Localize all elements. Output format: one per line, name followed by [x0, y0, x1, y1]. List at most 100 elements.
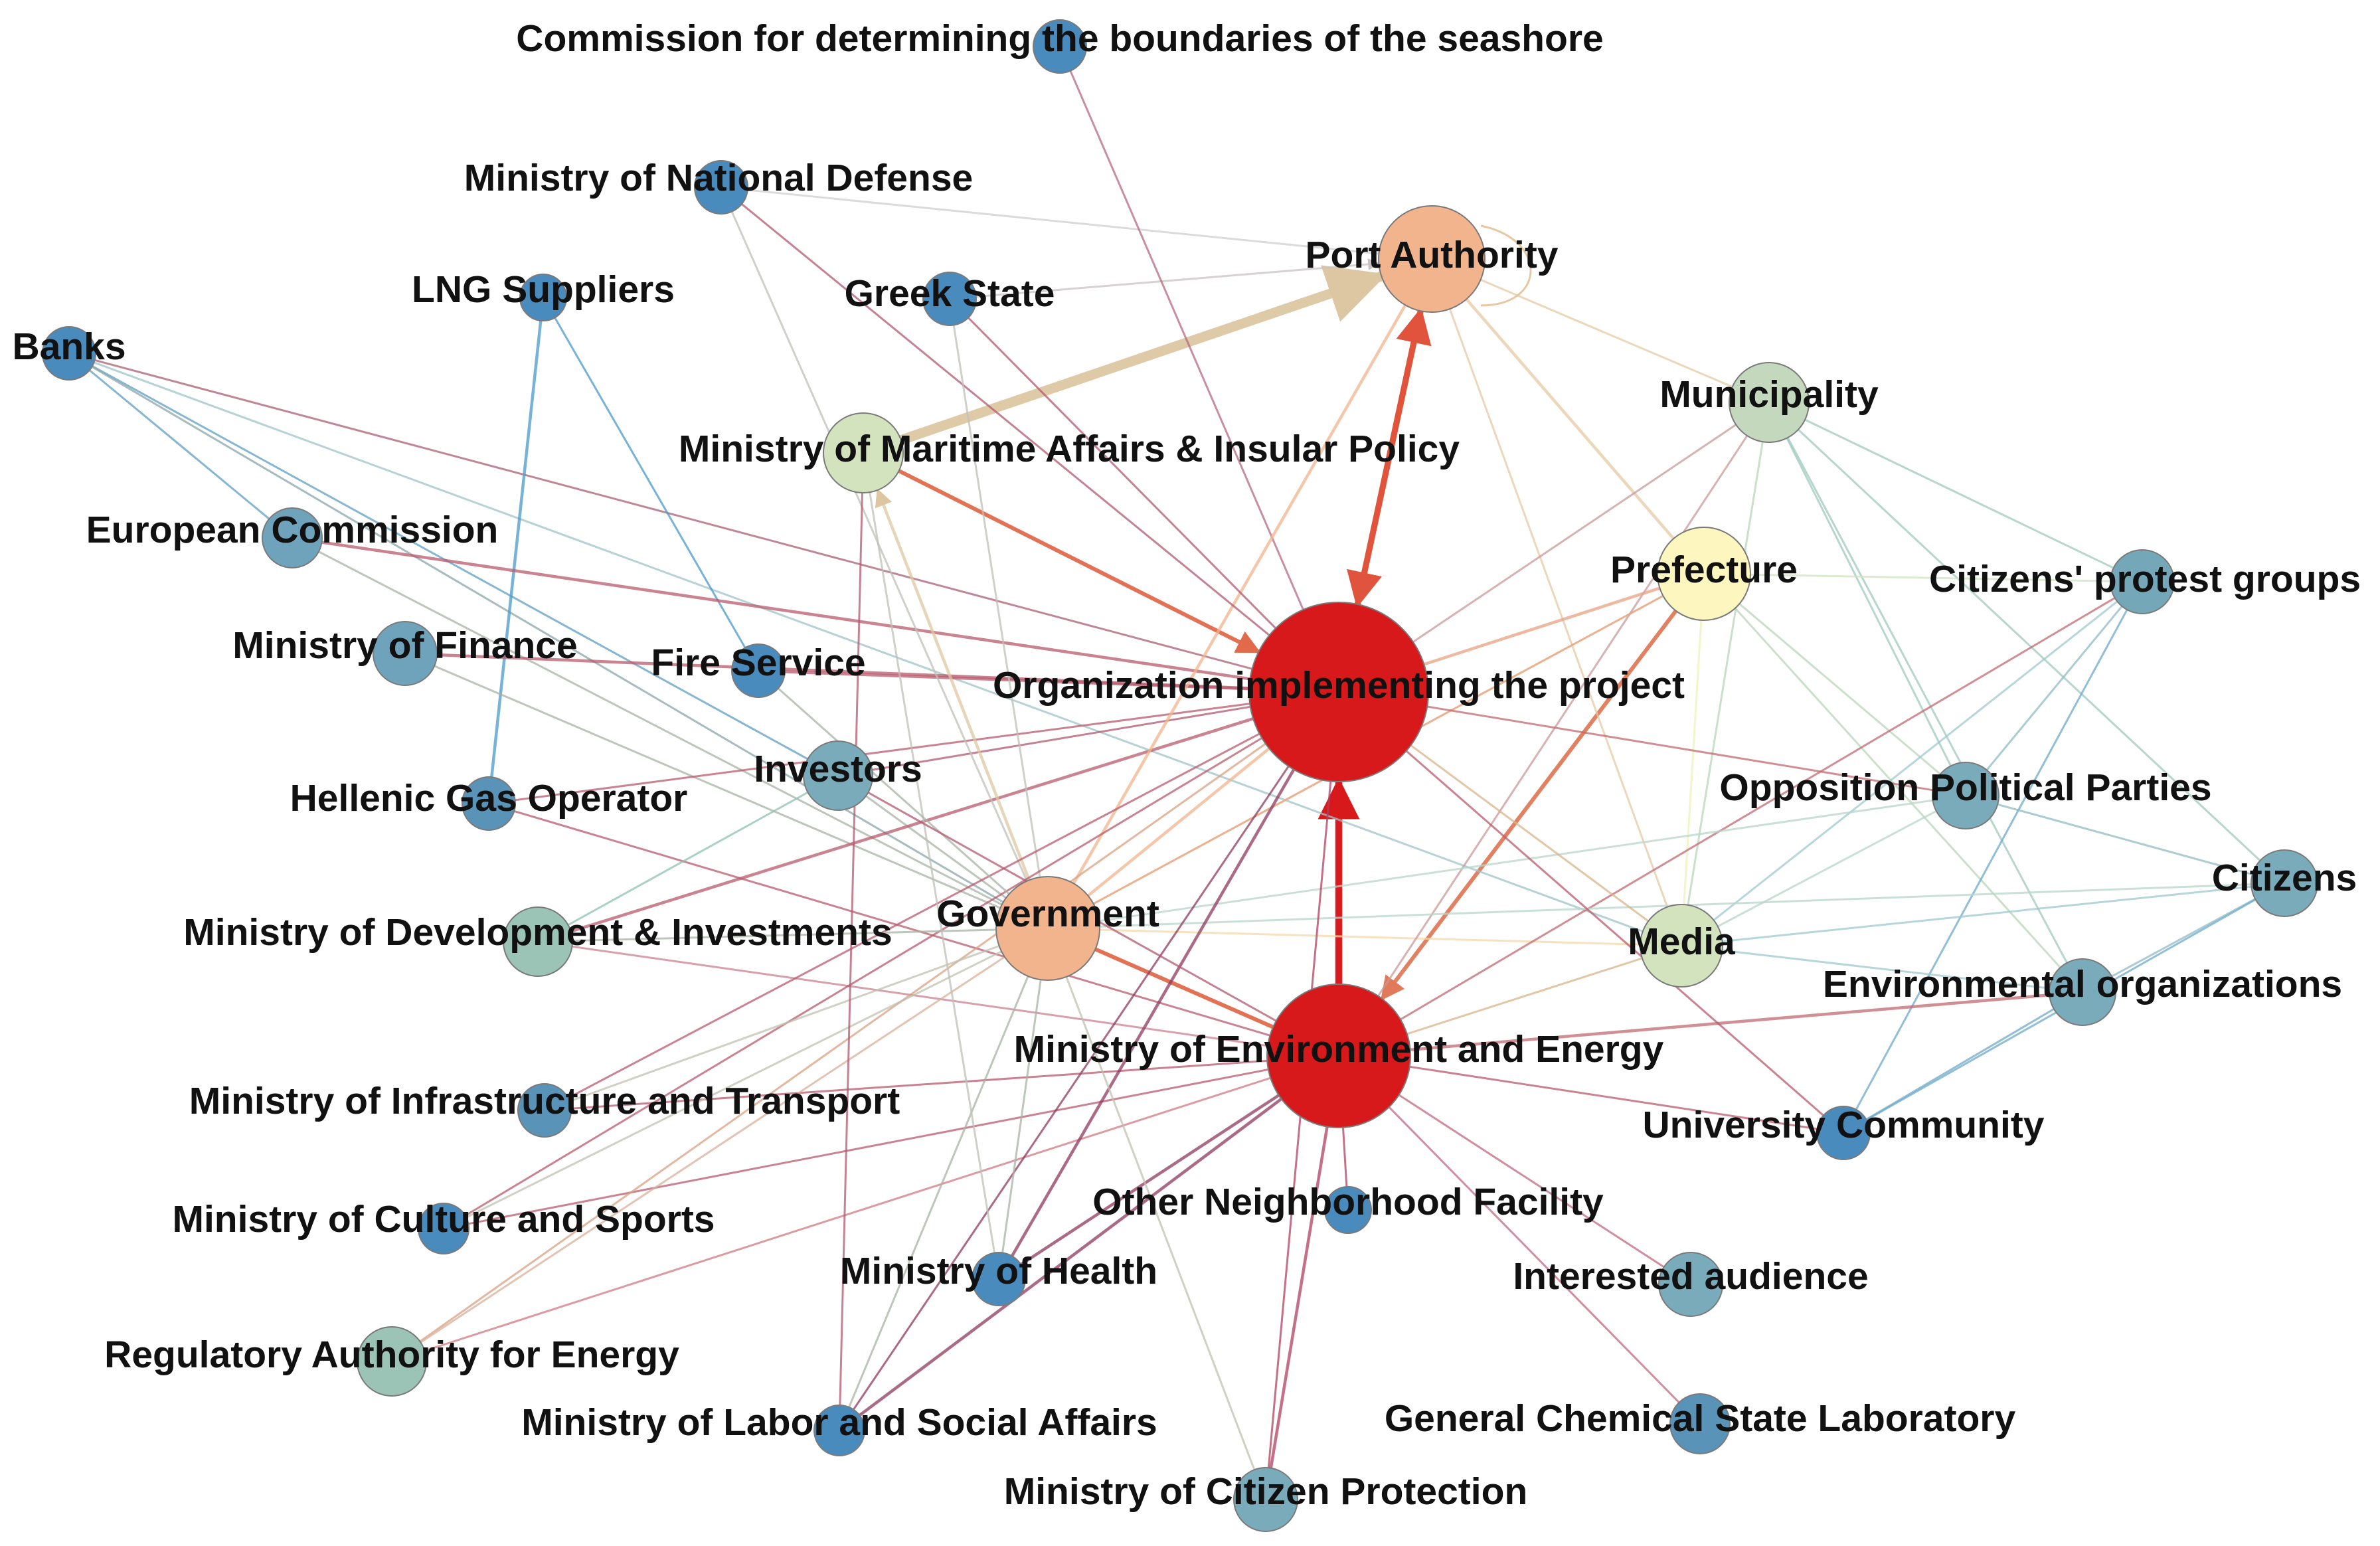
node-opposition[interactable] — [1932, 762, 1999, 829]
node-investors[interactable] — [803, 740, 873, 811]
edge-municipality-to-env-ministry — [1377, 435, 1748, 997]
edge-investors-to-government — [865, 795, 1007, 899]
node-label-fire: Fire Service — [651, 642, 865, 684]
edge-municipality-to-media — [1687, 441, 1764, 906]
node-media[interactable] — [1640, 904, 1723, 988]
node-development[interactable] — [503, 906, 573, 977]
node-university[interactable] — [1816, 1106, 1871, 1160]
edge-defense-to-org — [741, 203, 1270, 636]
edge-banks-to-org — [94, 359, 1252, 670]
node-label-municipality: Municipality — [1659, 373, 1879, 416]
node-label-culture: Ministry of Culture and Sports — [172, 1198, 715, 1241]
edge-media-to-env-ministry — [1406, 957, 1643, 1035]
edge-port-to-org — [1347, 310, 1424, 608]
edge-env-ministry-to-citizen-protection — [1269, 1126, 1329, 1468]
node-infrastructure[interactable] — [517, 1083, 572, 1138]
edge-protest-to-university — [1855, 609, 2128, 1110]
node-commission[interactable] — [1033, 19, 1087, 74]
node-label-port: Port Authority — [1305, 234, 1558, 276]
node-lng[interactable] — [519, 274, 567, 321]
node-chemical[interactable] — [1669, 1393, 1731, 1454]
node-citizens[interactable] — [2251, 849, 2318, 917]
edge-env-orgs-to-media — [1722, 949, 2050, 989]
edge-government-to-regulatory — [420, 956, 1005, 1343]
node-interested[interactable] — [1658, 1252, 1723, 1317]
edge-env-ministry-to-labor — [859, 1098, 1282, 1417]
edge-port-to-prefecture — [1465, 298, 1675, 540]
node-env-ministry[interactable] — [1266, 984, 1411, 1128]
node-culture[interactable] — [418, 1203, 469, 1254]
edge-protest-to-opposition — [1986, 606, 2123, 771]
edge-gas-operator-to-env-ministry — [513, 810, 1270, 1037]
edge-env-orgs-to-env-ministry — [1410, 993, 2050, 1052]
edge-org-to-citizen-protection — [1267, 781, 1332, 1468]
node-health[interactable] — [972, 1252, 1026, 1306]
node-label-protest: Citizens' protest groups — [1929, 558, 2361, 600]
node-government[interactable] — [995, 876, 1100, 981]
edge-maritime-to-org — [898, 469, 1261, 654]
node-gas-operator[interactable] — [462, 776, 516, 831]
edge-government-to-culture — [466, 950, 1002, 1219]
node-eu-commission[interactable] — [262, 507, 323, 568]
edge-opposition-to-media — [1717, 810, 1937, 928]
node-label-commission: Commission for determining the boundarie… — [516, 17, 1603, 60]
node-prefecture[interactable] — [1657, 527, 1751, 621]
edge-prefecture-to-protest — [1750, 573, 2111, 582]
edge-prefecture-to-media — [1683, 620, 1703, 905]
node-neighborhood[interactable] — [1324, 1186, 1372, 1234]
edge-government-to-development — [572, 928, 997, 942]
node-labor[interactable] — [813, 1405, 865, 1456]
node-label-gas-operator: Hellenic Gas Operator — [290, 777, 688, 819]
node-municipality[interactable] — [1729, 362, 1810, 443]
node-label-org: Organization implementing the project — [993, 664, 1685, 707]
node-citizen-protection[interactable] — [1233, 1467, 1298, 1532]
node-env-orgs[interactable] — [2049, 958, 2116, 1026]
edge-maritime-to-health — [869, 491, 995, 1253]
edge-opposition-to-org — [1426, 705, 1933, 792]
edge-opposition-to-government — [1098, 799, 1933, 922]
edge-env-ministry-to-interested — [1398, 1094, 1665, 1268]
edge-org-to-labor — [853, 765, 1290, 1411]
edge-fire-to-government — [777, 687, 1010, 895]
edge-port-to-media — [1448, 308, 1669, 908]
edge-government-to-labor — [848, 976, 1029, 1408]
node-regulatory[interactable] — [357, 1326, 427, 1397]
node-greek-state[interactable] — [922, 272, 977, 326]
node-label-eu-commission: European Commission — [86, 509, 499, 551]
node-label-development: Ministry of Development & Investments — [183, 911, 892, 954]
edge-municipality-to-org — [1412, 424, 1737, 643]
node-protest[interactable] — [2110, 549, 2175, 614]
edge-finance-to-government — [434, 665, 1001, 909]
edge-banks-to-media — [93, 361, 1644, 933]
edge-commission-to-org — [1069, 70, 1304, 610]
node-port[interactable] — [1378, 205, 1486, 313]
node-label-labor: Ministry of Labor and Social Affairs — [521, 1401, 1157, 1444]
edge-government-to-citizen-protection — [1065, 976, 1256, 1470]
edge-municipality-to-opposition — [1786, 438, 1952, 766]
edge-banks-to-government — [91, 366, 1004, 903]
node-org[interactable] — [1248, 602, 1429, 782]
node-label-health: Ministry of Health — [840, 1250, 1157, 1292]
edge-investors-to-org — [872, 705, 1251, 771]
edge-protest-to-env-ministry — [1400, 597, 2116, 1021]
node-label-investors: Investors — [754, 748, 922, 790]
edge-org-to-infrastructure — [567, 732, 1260, 1099]
edge-prefecture-to-env-ministry — [1380, 609, 1678, 1001]
node-banks[interactable] — [42, 326, 96, 381]
edge-government-to-env-ministry — [1094, 947, 1274, 1029]
edge-gas-operator-to-org — [515, 703, 1250, 802]
edge-port-to-municipality — [1480, 278, 1733, 388]
edge-municipality-to-env-orgs — [1786, 437, 2068, 964]
edge-prefecture-to-opposition — [1739, 603, 1941, 775]
edge-env-orgs-to-university — [1865, 1008, 2055, 1120]
node-label-media: Media — [1628, 920, 1736, 963]
node-label-greek-state: Greek State — [845, 272, 1055, 315]
edge-greek-state-to-port — [976, 258, 1381, 298]
node-finance[interactable] — [373, 621, 438, 686]
port-authority-self-loop — [1480, 224, 1532, 307]
node-maritime[interactable] — [823, 412, 904, 493]
node-fire[interactable] — [731, 644, 786, 698]
node-defense[interactable] — [694, 160, 748, 215]
node-label-regulatory: Regulatory Authority for Energy — [104, 1333, 679, 1376]
